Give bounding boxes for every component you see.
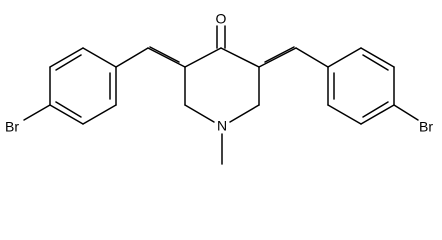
nitrogen-label: N: [217, 118, 227, 134]
structural-formula: O N Br Br: [5, 11, 433, 165]
bromine-left-label: Br: [5, 119, 19, 135]
oxygen-label: O: [216, 11, 227, 27]
right-aryl-link-bond: [295, 47, 329, 68]
bromine-right-label: Br: [419, 119, 433, 135]
right-benzylidene-double-bond: [258, 46, 297, 68]
carbonyl-bond: [216, 25, 226, 49]
structure-canvas: O N Br Br: [5, 11, 433, 165]
left-bromophenyl-ring: [49, 47, 117, 125]
left-c-br-bond: [23, 104, 51, 121]
right-c-br-bond: [393, 104, 419, 121]
left-aryl-link-bond: [115, 47, 149, 68]
piperidinone-ring: [184, 47, 260, 123]
right-bromophenyl-ring: [327, 47, 395, 125]
left-benzylidene-double-bond: [147, 46, 186, 68]
